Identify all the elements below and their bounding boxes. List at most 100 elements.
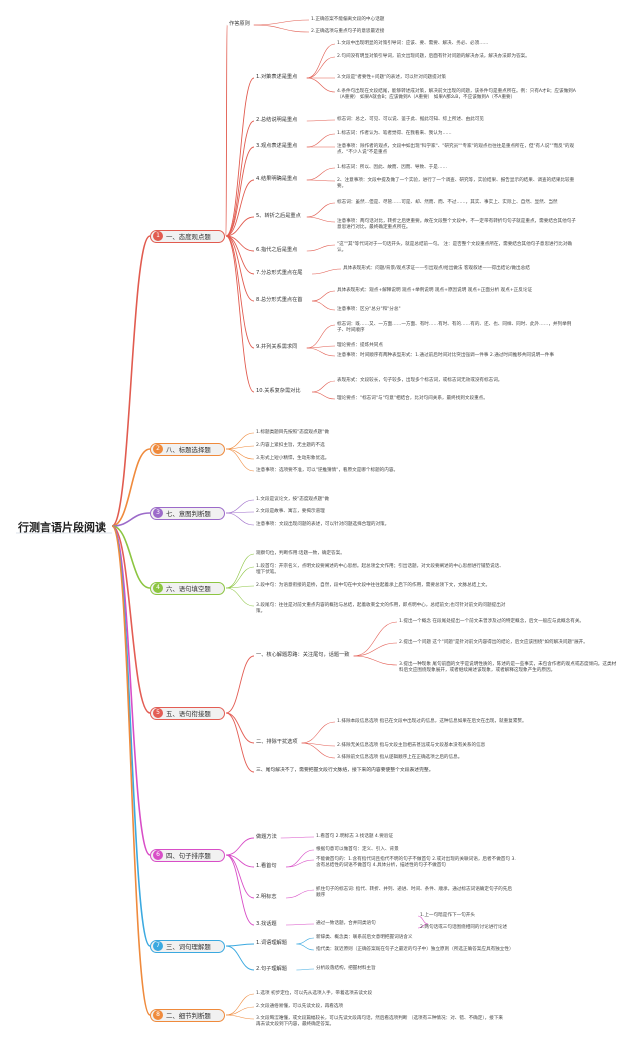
connector-line: [311, 391, 336, 400]
detail-text: 具体表现形式：问题/背景/观点求证——引出观点/给出做法 客观叙述——得出结论/…: [343, 266, 530, 271]
detail-text: 2.提出一个问题 这个"问题"是针对前文内容得出的结论，后文应该围绕"如何解决问…: [399, 640, 588, 645]
subtopic-label: 4.结果明确是重点: [256, 176, 298, 182]
connector-line: [225, 655, 255, 714]
connector-line: [225, 445, 255, 450]
connector-line: [225, 432, 255, 450]
connector-line: [301, 721, 336, 744]
connector-line: [111, 525, 151, 856]
connector-line: [111, 512, 151, 527]
connector-line: [225, 566, 255, 589]
detail-text: 1.标志词：所以、因此、故而、因而、导致、于是……: [337, 165, 448, 170]
detail-text: 注意事项：两句话对比，转折之后更重要。故在文段整个文段中，不一定带有转折句句子就…: [337, 219, 576, 231]
subtopic-label: 7.分总形式重点在尾: [256, 270, 303, 276]
connector-line: [225, 585, 255, 589]
subtopic-label: 作答原则: [229, 21, 250, 27]
detail-text: 注意事项：选项要不准，可以"逆推猜情"，看原文是哪个标题的内容。: [256, 468, 399, 473]
connector-line: [306, 77, 336, 93]
detail-text: 3.文段是"者要性+问题"的表述，可以针对问题提对策: [337, 75, 446, 80]
detail-text: 1.标题类题目先按照"态度观点题"做: [256, 430, 329, 435]
connector-line: [111, 525, 151, 1016]
connector-line: [111, 525, 151, 589]
connector-line: [311, 290, 336, 302]
connector-line: [306, 202, 336, 218]
subtopic-label: 2.明标志: [256, 894, 277, 900]
connector-line: [225, 146, 255, 237]
detail-text: 注意事项：除作者的观点，文段中如出现"科学家"、"研究员""专家"的观点也往往是…: [337, 144, 575, 156]
section-label: 七、意图判断题: [166, 509, 211, 518]
connector-line: [296, 937, 315, 945]
section-number-badge: 7: [153, 940, 163, 951]
subtopic-label: 做题方法: [256, 834, 277, 840]
connector-line: [225, 712, 255, 744]
connector-line: [280, 836, 315, 839]
connector-line: [417, 923, 429, 929]
detail-text: 3.提出一种现象 尾句前面的文字是说明性质的，陈述的是一些事实，未包含作者的观点…: [399, 662, 617, 674]
connector-line: [306, 119, 336, 122]
connector-line: [225, 943, 255, 947]
subtopic-label: 5、转折之后是重点: [256, 213, 301, 219]
connector-line: [285, 889, 315, 899]
connector-line: [225, 1006, 255, 1016]
detail-text: 理论要点：提炼共同点: [337, 343, 383, 348]
detail-text: 2.段中句：为语意衔接的是桥，自然，段中句在中文段中往往起着承上启下的作用，需要…: [256, 583, 491, 588]
connector-line: [225, 235, 255, 302]
connector-line: [225, 24, 228, 237]
detail-text: 抓住句子的标志词: 指代、转折、并列、递进、时间、条件、顺承，通过标志词语确定句…: [316, 887, 512, 899]
connector-line: [111, 448, 151, 527]
detail-text: 分析段落结构，把握材料主旨: [316, 966, 376, 971]
subtopic-label: 8.总分形式重点在首: [256, 297, 303, 303]
detail-text: 1.标志词：作者认为、笔者觉得、在我看来、我认为……: [337, 131, 452, 136]
connector-line: [225, 179, 255, 237]
subtopic-label: 二、排除干扰选项: [256, 739, 298, 745]
connector-line: [225, 837, 255, 856]
detail-text: 1.文段是议论文，按"态度观点题"做: [256, 497, 329, 502]
connector-line: [353, 655, 398, 666]
connector-line: [253, 19, 310, 26]
connector-line: [225, 448, 255, 460]
connector-line: [311, 300, 336, 311]
connector-line: [225, 1014, 255, 1020]
detail-text: 3.段尾句：往往是对前文重点内容的概括与总结，起着收束全文的作用，即点明中心，总…: [256, 603, 506, 615]
detail-text: 3.文段晦涩难懂，或文段篇幅较长，可以先读文段再句话，然后看选项判断 （选项有三…: [256, 1016, 504, 1028]
connector-line: [306, 244, 336, 252]
subtopic-label: 3.找话题: [256, 921, 277, 927]
detail-text: 1.提出一个概念 在段尾处提出一个前文未曾涉及过的特定概念，后文一般应与此概念有…: [399, 619, 585, 624]
section-label: 二、细节判断题: [166, 1011, 211, 1020]
detail-text: 通过一致话题，合并同类语句: [316, 921, 376, 926]
detail-text: 观察句位，判断作用:话题一致，确定答案。: [256, 551, 345, 556]
subtopic-label: 1.词语理解题: [256, 940, 287, 946]
detail-text: 标志词：既……又、一方面……一方面、有时……有时、有的……有的、还、也、同样、同…: [337, 322, 572, 334]
connector-line: [306, 133, 336, 148]
connector-line: [306, 167, 336, 181]
connector-line: [225, 512, 255, 526]
section-number-badge: 6: [153, 849, 163, 860]
detail-text: 2.文段通俗易懂，可以先读文段，再看选项: [256, 1004, 344, 1009]
section-number-badge: 3: [153, 507, 163, 518]
detail-text: 1.正确答案不能偏离文段的中心话题: [311, 17, 385, 22]
connector-line: [285, 849, 315, 868]
subtopic-label: 三、尾句解决不了，需要把握文段行文脉络，接下来的内容要使整个文段表述完整。: [256, 768, 434, 773]
connector-line: [306, 324, 336, 349]
detail-text: 2.两句话或三句话围绕相同的讨论进行论述: [420, 925, 508, 930]
subtopic-label: 9.并列关系需求同: [256, 344, 298, 350]
subtopic-label: 一、核心解题思路：关注尾句，话题一致: [256, 652, 350, 658]
connector-line: [253, 24, 310, 33]
connector-line: [225, 448, 255, 472]
connector-line: [225, 216, 255, 237]
section-label: 六、语句填空题: [166, 584, 211, 593]
detail-text: 1.上一句暗是作下一句开头: [420, 913, 475, 918]
connector-line: [311, 268, 342, 275]
connector-line: [225, 553, 255, 589]
subtopic-label: 2.总结说明是重点: [256, 117, 298, 123]
connector-line: [111, 235, 151, 527]
detail-text: 注意事项：区分"总分"和"分总": [337, 307, 401, 312]
connector-line: [306, 216, 336, 223]
section-number-badge: 8: [153, 1009, 163, 1020]
connector-line: [225, 120, 255, 237]
detail-text: 新辞类、概念类：联系前后文意明把握词语含义: [316, 935, 413, 940]
